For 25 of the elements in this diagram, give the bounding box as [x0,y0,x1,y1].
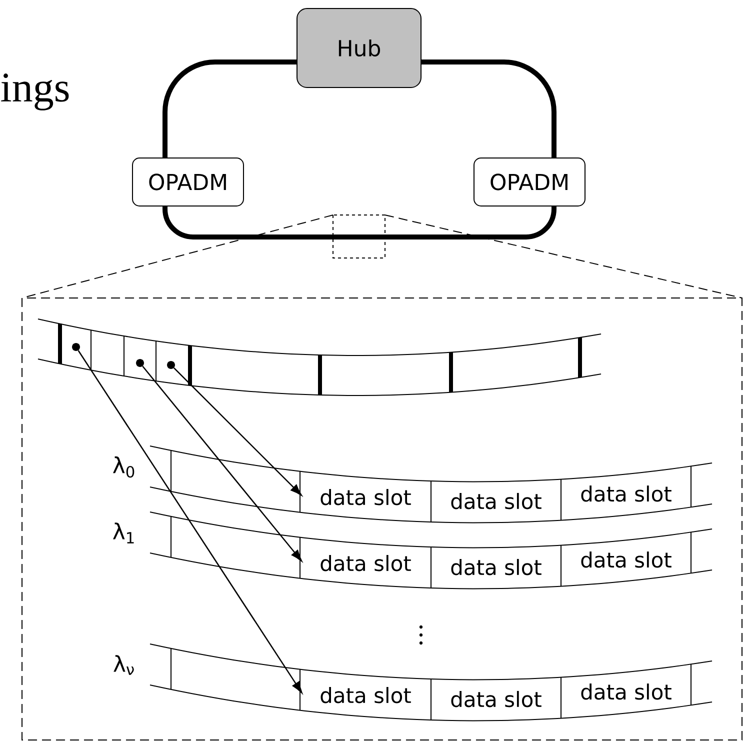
ring-line [162,206,556,240]
data-slot: data slot [451,690,542,708]
dot [167,361,175,369]
arrow [142,366,302,562]
wavelength-label: λ$_{1}$ [113,522,134,544]
arrow [174,368,302,496]
data-slot: data slot [320,488,411,506]
data-slot: data slot [320,554,411,572]
ring-line [422,60,556,158]
ring-line [162,60,296,158]
data-slot: data slot [581,486,672,502]
heading-text: ings [1,74,69,110]
opadm-box: OPADM [132,158,244,206]
hub-box: Hub [296,8,422,88]
opadm-box: OPADM [474,158,586,206]
data-slot: data slot [581,552,672,568]
wavelength-label: λ$_{0}$ [113,456,134,478]
wavelength-label: λ$_{ν}$ [114,655,134,675]
data-slot: data slot [451,492,542,510]
arrow [78,350,302,694]
data-slot: data slot [451,558,542,576]
dot [72,343,80,351]
data-slot: data slot [320,686,411,704]
data-slot: data slot [581,684,672,700]
dot [136,359,144,367]
